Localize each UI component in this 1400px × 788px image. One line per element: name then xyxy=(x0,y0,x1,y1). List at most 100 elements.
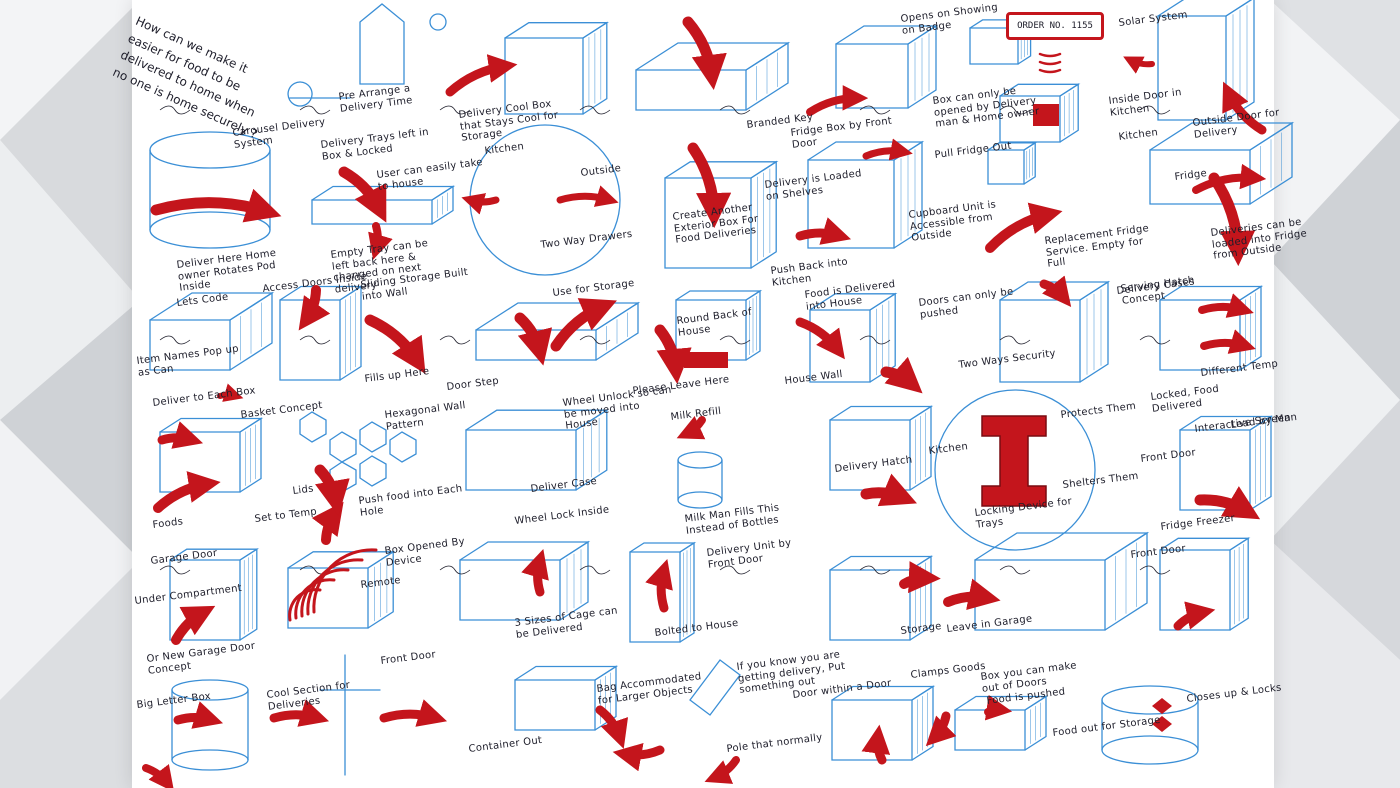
locking-device-red xyxy=(981,415,1047,507)
leader-line xyxy=(859,565,891,575)
signal-wave xyxy=(300,568,350,618)
door-bag-sketch xyxy=(319,654,381,776)
tray-box-sketch xyxy=(311,185,456,225)
arrow-replacement xyxy=(985,202,1063,253)
leader-line xyxy=(859,105,891,115)
arrow-bottom-left xyxy=(142,764,175,788)
arrow-storage-out xyxy=(925,711,957,747)
leader-line xyxy=(999,565,1031,575)
leader-line xyxy=(159,565,191,575)
milk-refill-sketch xyxy=(677,451,723,509)
arrow-milk xyxy=(676,415,706,440)
order-number-tag: ORDER NO. 1155 xyxy=(1006,12,1104,40)
arrow-pull-fridge xyxy=(862,138,913,161)
leader-line xyxy=(579,105,611,115)
arrow-hex-push xyxy=(314,464,350,516)
tray-lock-circle-sketch xyxy=(934,389,1096,551)
arrow-door-bag xyxy=(269,699,330,727)
leader-line xyxy=(439,565,471,575)
arrow-hatch-2 xyxy=(1200,329,1256,354)
signal-wave xyxy=(312,548,378,614)
arrow-push-in xyxy=(795,317,845,360)
badge-box-sketch xyxy=(999,83,1081,143)
leader-line xyxy=(159,335,191,345)
arrow-leave-garage xyxy=(943,578,1001,611)
leader-line xyxy=(719,565,751,575)
arrow-door-in-door xyxy=(704,756,740,784)
house-sketch xyxy=(359,3,405,85)
arrow-letter-box xyxy=(1173,601,1216,631)
signal-wave xyxy=(288,588,322,622)
fridge-outside-sketch xyxy=(1149,121,1295,205)
signal-wave xyxy=(306,558,364,616)
arrow-trays xyxy=(338,166,387,223)
arrow-drawer-left xyxy=(461,193,500,215)
arrow-check xyxy=(550,298,617,352)
arrow-front-unit xyxy=(645,558,673,613)
leader-line xyxy=(159,105,191,115)
tag-signal xyxy=(1038,52,1062,58)
tag-signal xyxy=(1038,68,1062,74)
arrow-deliver-box xyxy=(217,383,244,402)
van-wheel-sketch xyxy=(287,81,351,107)
arrow-sliding xyxy=(298,285,331,331)
hexagon-wall-sketch xyxy=(299,411,417,493)
carousel-sketch xyxy=(149,131,271,249)
door-in-door-sketch xyxy=(689,659,741,716)
arrow-back-house xyxy=(654,324,692,385)
arrow-hatch-1 xyxy=(1198,293,1254,318)
arrow-storage xyxy=(514,312,553,366)
arrow-outside-door xyxy=(1222,81,1267,135)
doorstep-sketch xyxy=(475,301,641,361)
clock-sketch xyxy=(429,13,447,31)
arrow-key-box xyxy=(682,16,727,90)
arrow-basket-out xyxy=(153,471,221,513)
arrow-sliding-down xyxy=(364,314,426,374)
leader-line xyxy=(999,105,1031,115)
arrow-container xyxy=(595,705,629,749)
arrow-cool-box xyxy=(445,54,518,97)
tag-signal xyxy=(1038,60,1062,66)
back-house-sketch xyxy=(675,289,763,361)
arrow-garage xyxy=(171,605,216,645)
arrow-push-doors xyxy=(880,356,923,394)
sketch-sheet xyxy=(132,0,1274,788)
sliding-storage-sketch xyxy=(279,285,364,381)
clamp-sketch xyxy=(1101,685,1199,765)
leader-line xyxy=(579,335,611,345)
badge-box-panel xyxy=(1033,104,1059,126)
exterior-box-sketch xyxy=(664,160,779,269)
arrow-drawer-right xyxy=(556,185,619,207)
leader-line xyxy=(1139,565,1171,575)
clamp-red xyxy=(1152,698,1172,732)
wheel-case-sketch xyxy=(465,409,610,491)
arrow-freezer xyxy=(1194,486,1261,520)
signal-wave xyxy=(294,578,336,620)
arrow-exterior-box xyxy=(687,142,732,229)
arrow-remote-up xyxy=(311,501,344,545)
arrow-hatch xyxy=(860,473,917,507)
cool-section-sketch xyxy=(171,679,249,771)
arrow-put-out xyxy=(612,742,665,772)
arrow-fridge-door xyxy=(806,85,869,116)
front-door-unit-sketch xyxy=(629,541,697,643)
leave-in-garage-sketch xyxy=(974,531,1150,631)
delivery-hatch-sketch xyxy=(829,405,934,491)
basket-sketch xyxy=(159,417,264,493)
arrow-tray-down xyxy=(368,222,393,260)
leader-line xyxy=(719,335,751,345)
fridge-box-sketch xyxy=(835,24,939,109)
arrow-garage-storage xyxy=(899,561,941,594)
arrow-case xyxy=(1039,275,1072,308)
arrow-cool-section xyxy=(173,701,224,729)
garage-door-sketch xyxy=(169,548,260,641)
arrow-carousel xyxy=(150,188,282,223)
leader-line xyxy=(299,335,331,345)
arrow-door-box xyxy=(861,724,891,765)
leader-line xyxy=(859,335,891,345)
arrow-food-out xyxy=(984,695,1013,721)
letter-box-sketch xyxy=(1159,537,1251,631)
